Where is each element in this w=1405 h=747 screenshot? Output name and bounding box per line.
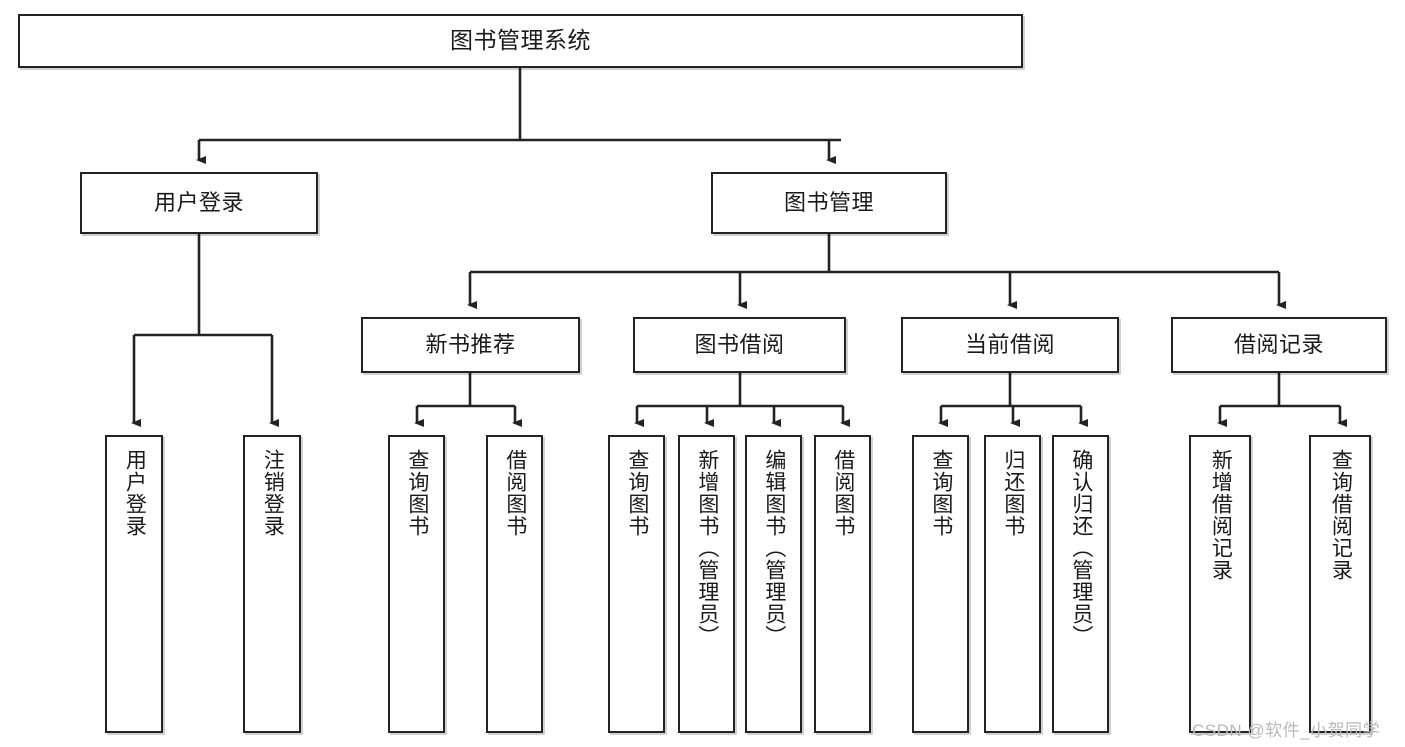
leaf-query-borrow-record-label: 查询借阅记录 — [1329, 449, 1353, 581]
node-root[interactable]: 图书管理系统 — [18, 14, 1023, 68]
leaf-query-book-label: 查询图书 — [625, 449, 649, 537]
leaf-add-book-admin-label: 新增图书（管理员） — [695, 449, 719, 647]
node-book-borrow-label: 图书借阅 — [694, 331, 785, 357]
node-borrow-record[interactable]: 借阅记录 — [1171, 317, 1387, 373]
node-new-book-recommend-label: 新书推荐 — [425, 331, 516, 357]
leaf-edit-book-admin[interactable]: 编辑图书（管理员） — [745, 435, 802, 733]
leaf-user-login[interactable]: 用户登录 — [105, 435, 163, 733]
node-book-manage[interactable]: 图书管理 — [711, 172, 947, 234]
leaf-add-borrow-record-label: 新增借阅记录 — [1209, 449, 1233, 581]
leaf-confirm-return-admin[interactable]: 确认归还（管理员） — [1052, 435, 1109, 733]
leaf-borrow-book-label: 借阅图书 — [831, 449, 855, 537]
leaf-query-book-recommend-label: 查询图书 — [405, 449, 429, 537]
leaf-borrow-book-recommend-label: 借阅图书 — [503, 449, 527, 537]
leaf-query-book-current[interactable]: 查询图书 — [912, 435, 969, 733]
node-new-book-recommend[interactable]: 新书推荐 — [361, 317, 580, 373]
leaf-logout-label: 注销登录 — [261, 449, 285, 537]
leaf-return-book[interactable]: 归还图书 — [984, 435, 1041, 733]
leaf-return-book-label: 归还图书 — [1001, 449, 1025, 537]
node-user-login-label: 用户登录 — [153, 189, 244, 215]
leaf-user-login-label: 用户登录 — [123, 449, 147, 537]
leaf-borrow-book-recommend[interactable]: 借阅图书 — [486, 435, 543, 733]
node-book-borrow[interactable]: 图书借阅 — [633, 317, 846, 373]
leaf-query-book-recommend[interactable]: 查询图书 — [388, 435, 445, 733]
node-borrow-record-label: 借阅记录 — [1233, 331, 1324, 357]
watermark-text: CSDN @软件_小贺同学 — [1192, 721, 1381, 740]
node-root-label: 图书管理系统 — [450, 27, 591, 54]
node-current-borrow[interactable]: 当前借阅 — [901, 317, 1119, 373]
leaf-confirm-return-admin-label: 确认归还（管理员） — [1069, 449, 1093, 647]
node-current-borrow-label: 当前借阅 — [964, 331, 1055, 357]
leaf-query-book[interactable]: 查询图书 — [608, 435, 665, 733]
leaf-query-borrow-record[interactable]: 查询借阅记录 — [1309, 435, 1371, 733]
leaf-edit-book-admin-label: 编辑图书（管理员） — [762, 449, 786, 647]
leaf-add-borrow-record[interactable]: 新增借阅记录 — [1189, 435, 1251, 733]
leaf-borrow-book[interactable]: 借阅图书 — [814, 435, 871, 733]
node-book-manage-label: 图书管理 — [783, 189, 874, 215]
leaf-logout[interactable]: 注销登录 — [243, 435, 301, 733]
leaf-query-book-current-label: 查询图书 — [929, 449, 953, 537]
leaf-add-book-admin[interactable]: 新增图书（管理员） — [678, 435, 735, 733]
node-user-login[interactable]: 用户登录 — [80, 172, 318, 234]
